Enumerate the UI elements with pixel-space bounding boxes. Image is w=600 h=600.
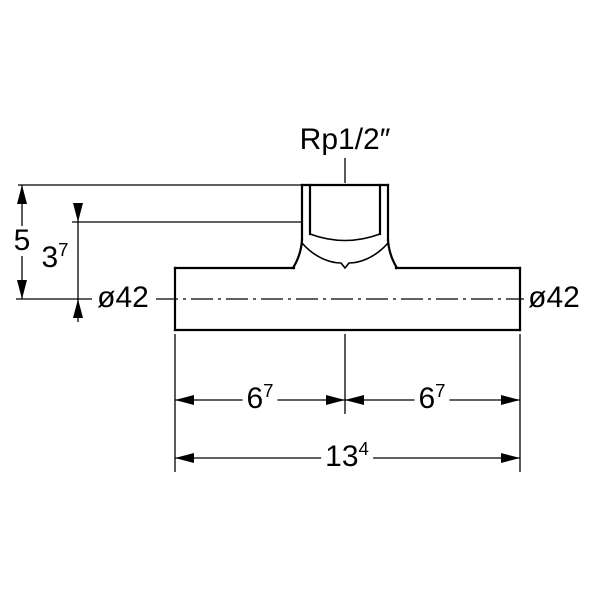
diameter-right-text: ø42 bbox=[528, 281, 580, 314]
branch-socket bbox=[291, 183, 399, 270]
dim-center-to-end-left-label: 67 bbox=[242, 381, 278, 414]
diameter-label-left: ø42 bbox=[97, 283, 149, 313]
dimension-arrowheads bbox=[17, 185, 520, 463]
dim-overall-length-label: 134 bbox=[321, 439, 373, 472]
extension-lines bbox=[18, 184, 521, 472]
dim-branch-depth-label: 37 bbox=[37, 240, 73, 273]
dimension-lines bbox=[21, 185, 520, 459]
diameter-label-right: ø42 bbox=[528, 283, 580, 313]
dim-center-to-end-right-label: 67 bbox=[414, 381, 450, 414]
thread-size-label: Rp1/2″ bbox=[300, 125, 391, 155]
diameter-left-text: ø42 bbox=[97, 281, 149, 314]
dim-branch-height-label: 5 bbox=[9, 226, 35, 256]
thread-size-text: Rp1/2″ bbox=[299, 123, 391, 156]
